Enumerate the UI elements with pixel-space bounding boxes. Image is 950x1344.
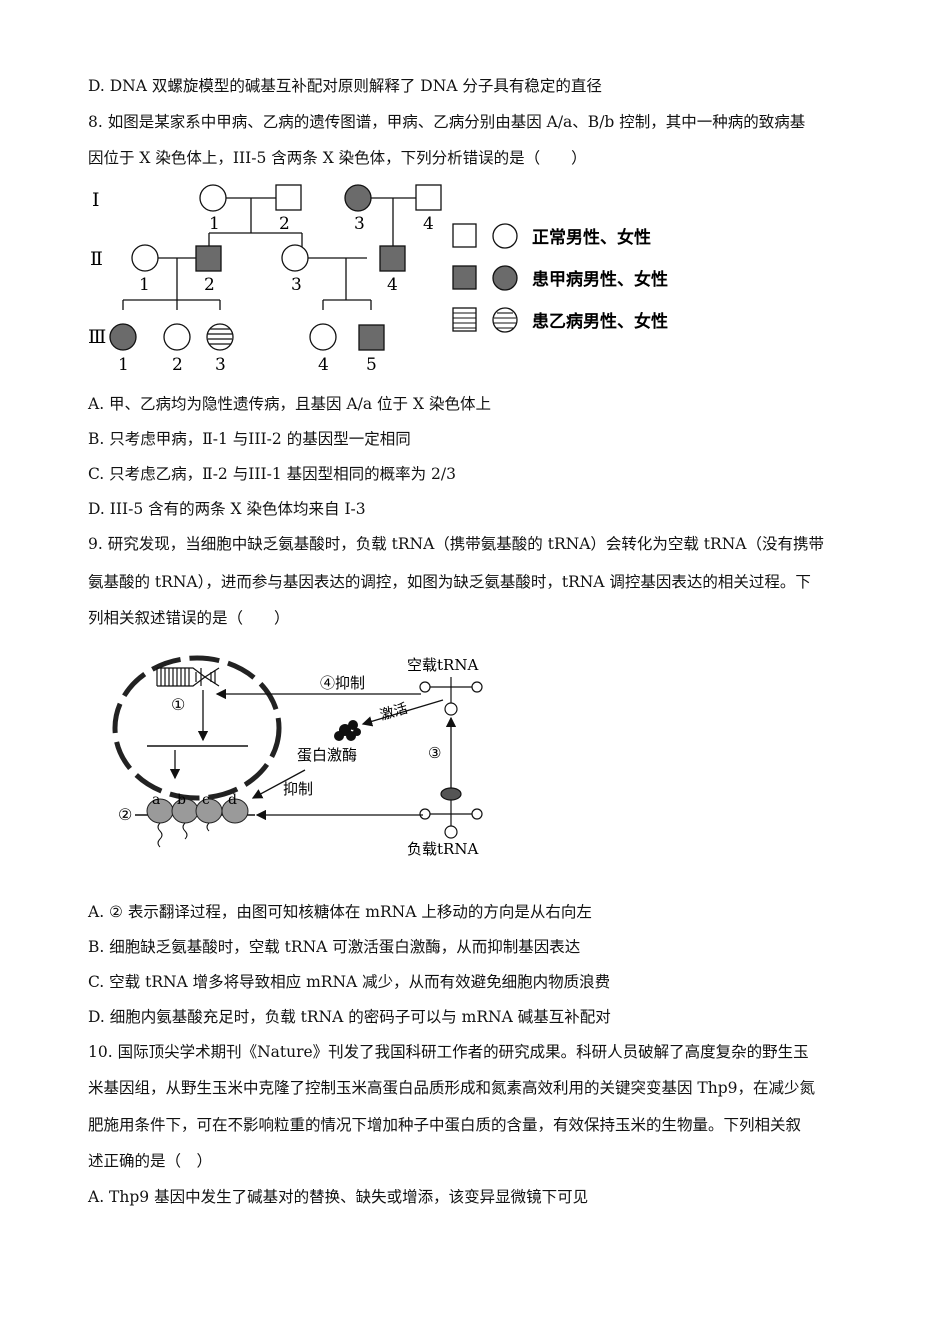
ped-num-III-2: 2 [172,355,183,375]
trna-regulation-diagram: ① ② a b c d 空载tRNA ④抑制 激活 [112,655,483,858]
legend-normal: 正常男性、女性 [452,223,651,249]
kinase-label: 蛋白激酶 [297,746,357,764]
q7-option-d: D. DNA 双螺旋模型的碱基互补配对原则解释了 DNA 分子具有稳定的直径 [88,77,602,95]
q8-option-a: A. 甲、乙病均为隐性遗传病，且基因 A/a 位于 X 染色体上 [88,395,491,413]
ped-num-III-1: 1 [118,355,129,375]
ped-num-I-2: 2 [279,214,290,234]
gen-label-2: Ⅱ [90,248,103,270]
q9-option-b: B. 细胞缺乏氨基酸时，空载 tRNA 可激活蛋白激酶，从而抑制基因表达 [88,938,581,956]
ped-III-2-female [163,323,191,351]
ped-III-3-female-yi [206,323,234,351]
empty-trna-label: 空载tRNA [407,656,478,674]
inhibit4-label: ④抑制 [320,674,365,692]
q8-stem-line1: 8. 如图是某家系中甲病、乙病的遗传图谱，甲病、乙病分别由基因 A/a、B/b … [88,113,806,131]
ped-num-III-3: 3 [215,355,226,375]
q10-stem-line3: 肥施用条件下，可在不影响粒重的情况下增加种子中蛋白质的含量，有效保持玉米的生物量… [88,1116,802,1134]
legend-yi-label: 患乙病男性、女性 [532,311,668,332]
q9-stem-line3: 列相关叙述错误的是（ ） [88,609,290,627]
legend-jia: 患甲病男性、女性 [452,265,668,291]
inhibit-label: 抑制 [283,780,313,798]
gen-label-3: Ⅲ [88,326,106,348]
ped-num-I-4: 4 [423,214,434,234]
ped-num-I-1: 1 [209,214,220,234]
q8-option-c: C. 只考虑乙病，Ⅱ-2 与III-1 基因型相同的概率为 2/3 [88,465,456,483]
q8-option-b: B. 只考虑甲病，Ⅱ-1 与III-2 的基因型一定相同 [88,430,411,448]
q9-option-a: A. ② 表示翻译过程，由图可知核糖体在 mRNA 上移动的方向是从右向左 [88,903,592,921]
ribo-label-d: d [228,792,237,808]
dna-icon [156,667,220,687]
ped-num-II-2: 2 [204,275,215,295]
ribo-label-b: b [177,792,186,808]
ribo-label-c: c [202,792,210,808]
ped-II-1-female [131,244,159,272]
ped-I-4-male [415,184,442,211]
ped-III-5-male-jia [358,324,385,351]
ped-num-II-4: 4 [387,275,398,295]
ped-num-I-3: 3 [354,214,365,234]
legend-jia-label: 患甲病男性、女性 [532,269,668,290]
step1-label: ① [171,695,185,714]
loaded-trna-label: 负载tRNA [407,840,478,858]
ribosomes [146,798,249,824]
q8-stem-line2: 因位于 X 染色体上，III-5 含两条 X 染色体，下列分析错误的是（ ） [88,149,587,167]
q10-stem-line2: 米基因组，从野生玉米中克隆了控制玉米高蛋白品质形成和氮素高效利用的关键突变基因 … [88,1079,816,1097]
q10-option-a: A. Thp9 基因中发生了碱基对的替换、缺失或增添，该变异显微镜下可见 [88,1188,589,1206]
q10-stem-line1: 10. 国际顶尖学术期刊《Nature》刊发了我国科研工作者的研究成果。科研人员… [88,1043,809,1061]
ped-II-4-male-jia [379,245,406,272]
q9-stem-line1: 9. 研究发现，当细胞中缺乏氨基酸时，负载 tRNA（携带氨基酸的 tRNA）会… [88,535,824,553]
pedigree-chart: Ⅰ Ⅱ Ⅲ 1 2 3 4 1 2 3 4 1 2 3 4 5 正常男性、女性 [88,184,668,375]
legend-yi: 患乙病男性、女性 [452,307,668,333]
nucleus-envelope [112,655,282,801]
gen-label-1: Ⅰ [92,189,100,211]
ped-I-2-male [275,184,302,211]
step3-label: ③ [428,744,441,762]
ped-num-III-4: 4 [318,355,329,375]
step2-label: ② [118,805,132,824]
ped-II-2-male-jia [195,245,222,272]
q8-option-d: D. III-5 含有的两条 X 染色体均来自 I-3 [88,500,366,518]
q9-option-c: C. 空载 tRNA 增多将导致相应 mRNA 减少，从而有效避免细胞内物质浪费 [88,973,611,991]
ped-num-II-3: 3 [291,275,302,295]
q9-option-d: D. 细胞内氨基酸充足时，负载 tRNA 的密码子可以与 mRNA 碱基互补配对 [88,1008,611,1026]
ped-num-III-5: 5 [366,355,377,375]
ped-III-1-female-jia [109,323,137,351]
q9-stem-line2: 氨基酸的 tRNA），进而参与基因表达的调控，如图为缺乏氨基酸时，tRNA 调控… [88,573,811,591]
ribo-label-a: a [152,792,160,808]
empty-trna-icon [419,677,483,716]
legend-normal-label: 正常男性、女性 [532,227,651,248]
ped-num-II-1: 1 [139,275,150,295]
loaded-trna-icon [419,787,483,839]
ped-III-4-female [309,323,337,351]
ped-I-1-female [199,184,227,212]
q10-stem-line4: 述正确的是（ ） [88,1152,213,1170]
ped-II-3-female [281,244,309,272]
ped-I-3-female-jia [344,184,372,212]
activate-label: 激活 [378,700,410,724]
protein-kinase-icon [334,720,361,741]
